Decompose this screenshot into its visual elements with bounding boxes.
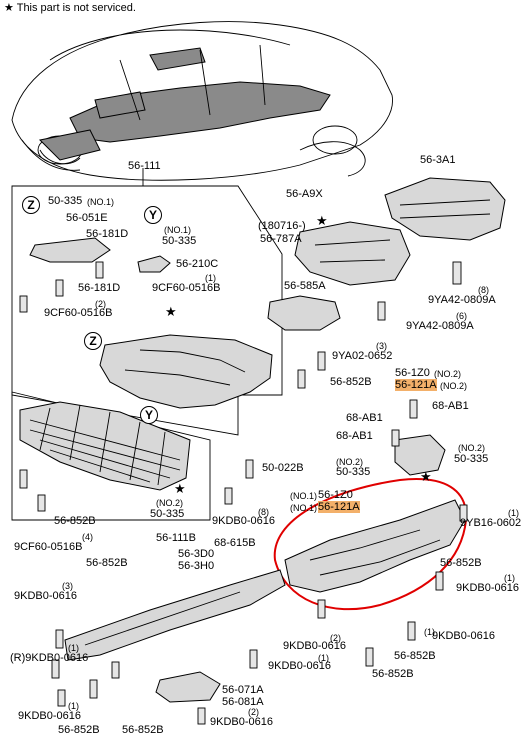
qty-1: (1)	[205, 273, 216, 283]
callout-9KDB0-0616-g: 9KDB0-0616	[18, 710, 81, 722]
callout-50-335: 50-335	[48, 195, 83, 207]
callout-68-AB1: 68-AB1	[432, 400, 469, 412]
no1-tag-c: (NO.1)	[290, 491, 317, 501]
not-serviced-star: ★	[316, 213, 328, 228]
view-z-marker-b: Z	[84, 332, 102, 350]
callout-9CF60-0516B-b: 9CF60-0516B	[152, 282, 221, 294]
callout-56-1Z0-b: 56-1Z0	[318, 489, 353, 501]
not-serviced-star-c: ★	[420, 469, 432, 484]
callout-56-852B-b: 56-852B	[440, 557, 482, 569]
callout-56-852B-f: 56-852B	[372, 668, 414, 680]
car-body-illustration	[11, 21, 393, 181]
callout-56-121A-highlighted: 56-121A	[395, 379, 437, 391]
callout-56-3H0: 56-3H0	[178, 560, 215, 572]
callout-9KDB0-0616-d: 9KDB0-0616	[283, 640, 346, 652]
callout-56-852B-c: 56-852B	[54, 515, 96, 527]
callout-56-852B-g: 56-852B	[58, 724, 100, 736]
callout-56-852B-e: 56-852B	[394, 650, 436, 662]
callout-9YA02-0652: 9YA02-0652	[332, 350, 393, 362]
not-serviced-star-b: ★	[165, 304, 177, 319]
no1-tag-d: (NO.1)	[290, 503, 317, 513]
callout-9KDB0-0616-r: (R)9KDB0-0616	[10, 652, 89, 664]
view-z-marker: Z	[22, 196, 40, 214]
callout-50-335-d: 50-335	[336, 466, 371, 478]
callout-56-3A1: 56-3A1	[420, 154, 456, 166]
qty-8: (8)	[478, 285, 489, 295]
no1-tag-b: (NO.1)	[164, 225, 191, 235]
callout-9KDB0-0616-i: 9KDB0-0616	[210, 716, 273, 728]
qty-1-f: (1)	[318, 653, 329, 663]
callout-68-AB1-b: 68-AB1	[346, 412, 383, 424]
qty-1-g: (1)	[68, 701, 79, 711]
callout-9CF60-0516B: 9CF60-0516B	[44, 307, 113, 319]
qty-1-b: (1)	[508, 508, 519, 518]
callout-68-615B: 68-615B	[214, 537, 256, 549]
callout-9KDB0-0616-c: 9KDB0-0616	[14, 590, 77, 602]
callout-56-181D-b: 56-181D	[78, 282, 121, 294]
qty-1-c: (1)	[504, 573, 515, 583]
callout-56-181D: 56-181D	[86, 228, 129, 240]
qty-3: (3)	[376, 341, 387, 351]
callout-9KDB0-0616-b: 9KDB0-0616	[456, 582, 519, 594]
callout-56-111B: 56-111B	[156, 532, 196, 544]
callout-56-081A: 56-081A	[222, 696, 264, 708]
qty-4: (4)	[82, 532, 93, 542]
view-y-marker-b: Y	[140, 406, 158, 424]
callout-56-A9X: 56-A9X	[286, 188, 323, 200]
callout-56-210C: 56-210C	[176, 258, 219, 270]
qty-3-b: (3)	[62, 581, 73, 591]
view-y-marker: Y	[144, 206, 162, 224]
callout-9YA42-0809A-b: 9YA42-0809A	[406, 320, 474, 332]
callout-56-071A: 56-071A	[222, 684, 264, 696]
callout-56-787A: 56-787A	[260, 233, 302, 245]
callout-9YA42-0809A: 9YA42-0809A	[428, 294, 496, 306]
callout-56-852B-d: 56-852B	[86, 557, 128, 569]
callout-180716: (180716-)	[258, 220, 306, 232]
qty-2-b: (2)	[330, 633, 341, 643]
callout-50-335-c: 50-335	[454, 453, 489, 465]
no2-tag: (NO.2)	[434, 369, 461, 379]
callout-56-051E: 56-051E	[66, 212, 108, 224]
qty-1-d: (1)	[68, 643, 79, 653]
callout-68-AB1-c: 68-AB1	[336, 430, 373, 442]
no2-tag-c: (NO.2)	[458, 443, 485, 453]
callout-9KDB0-0616-e: 9KDB0-0616	[432, 630, 495, 642]
callout-56-3D0: 56-3D0	[178, 548, 215, 560]
not-serviced-star-d: ★	[174, 481, 186, 496]
not-serviced-note: ★ This part is not serviced.	[4, 2, 136, 14]
no2-tag-d: (NO.2)	[336, 457, 363, 467]
callout-56-852B: 56-852B	[330, 376, 372, 388]
qty-8-b: (8)	[258, 507, 269, 517]
qty-2-c: (2)	[248, 707, 259, 717]
callout-56-111: 56-111	[128, 160, 161, 172]
bolts	[19, 261, 468, 725]
qty-6: (6)	[456, 311, 467, 321]
callout-50-022B: 50-022B	[262, 462, 304, 474]
callout-50-335-b: 50-335	[162, 235, 197, 247]
callout-9KDB0-0616-f: 9KDB0-0616	[268, 660, 331, 672]
no2-tag-b: (NO.2)	[440, 381, 467, 391]
qty-2: (2)	[95, 299, 106, 309]
callout-50-335-e: 50-335	[150, 508, 185, 520]
callout-9KDB0-0616: 9KDB0-0616	[212, 515, 275, 527]
no1-tag: (NO.1)	[87, 197, 114, 207]
no2-tag-e: (NO.2)	[156, 498, 183, 508]
callout-56-852B-h: 56-852B	[122, 724, 164, 736]
callout-9YB16-0602: 9YB16-0602	[460, 517, 522, 529]
callout-56-1Z0: 56-1Z0	[395, 367, 430, 379]
callout-9CF60-0516B-c: 9CF60-0516B	[14, 541, 83, 553]
callout-56-121A-highlighted-b: 56-121A	[318, 501, 360, 513]
qty-1-e: (1)	[424, 627, 435, 637]
callout-56-585A: 56-585A	[284, 280, 326, 292]
